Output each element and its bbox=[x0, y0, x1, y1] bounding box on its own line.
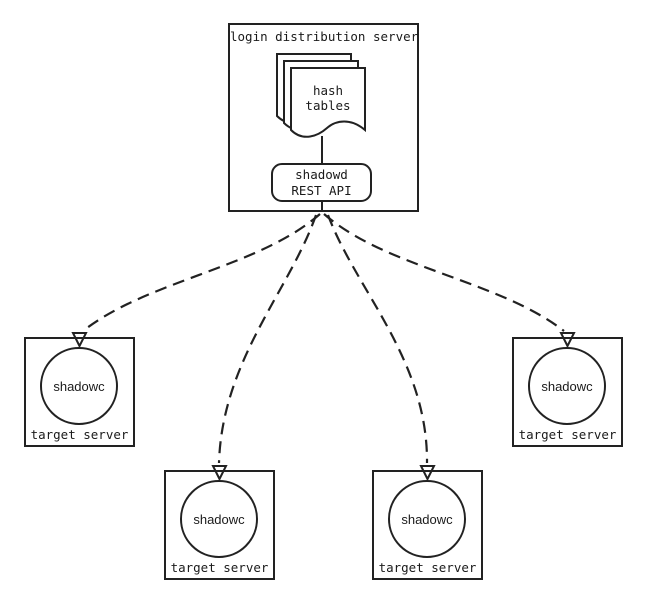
arrowhead-target-4-icon bbox=[559, 332, 576, 349]
shadowc-node-2: shadowc bbox=[180, 480, 258, 558]
document-page-front bbox=[290, 67, 366, 138]
arrowhead-target-3-icon bbox=[419, 465, 436, 482]
shadowc-node-2-label: shadowc bbox=[193, 511, 245, 527]
hash-tables-label: hash tables bbox=[305, 83, 351, 113]
target-server-box-4: shadowc target server bbox=[512, 337, 623, 447]
target-server-box-3: shadowc target server bbox=[372, 470, 483, 580]
login-distribution-server-box: login distribution server bbox=[228, 23, 419, 212]
edge-to-target-4 bbox=[323, 213, 565, 332]
documents-icon bbox=[276, 53, 366, 138]
shadowc-node-4: shadowc bbox=[528, 347, 606, 425]
edge-to-target-1 bbox=[82, 213, 321, 332]
edge-to-target-3 bbox=[326, 214, 429, 464]
target-server-4-title: target server bbox=[518, 427, 617, 442]
shadowc-node-3: shadowc bbox=[388, 480, 466, 558]
target-server-3-title: target server bbox=[378, 560, 477, 575]
shadowc-node-4-label: shadowc bbox=[541, 378, 593, 394]
shadowd-rest-api-node: shadowd REST API bbox=[271, 163, 372, 202]
target-server-2-title: target server bbox=[170, 560, 269, 575]
arrowhead-target-1-icon bbox=[71, 332, 88, 349]
edge-to-target-2 bbox=[217, 214, 318, 464]
login-distribution-server-title: login distribution server bbox=[230, 29, 419, 44]
target-server-1-title: target server bbox=[30, 427, 129, 442]
shadowc-node-1-label: shadowc bbox=[53, 378, 105, 394]
target-server-box-1: shadowc target server bbox=[24, 337, 135, 447]
arrowhead-target-2-icon bbox=[211, 465, 228, 482]
shadowc-node-1: shadowc bbox=[40, 347, 118, 425]
shadowc-node-3-label: shadowc bbox=[401, 511, 453, 527]
target-server-box-2: shadowc target server bbox=[164, 470, 275, 580]
